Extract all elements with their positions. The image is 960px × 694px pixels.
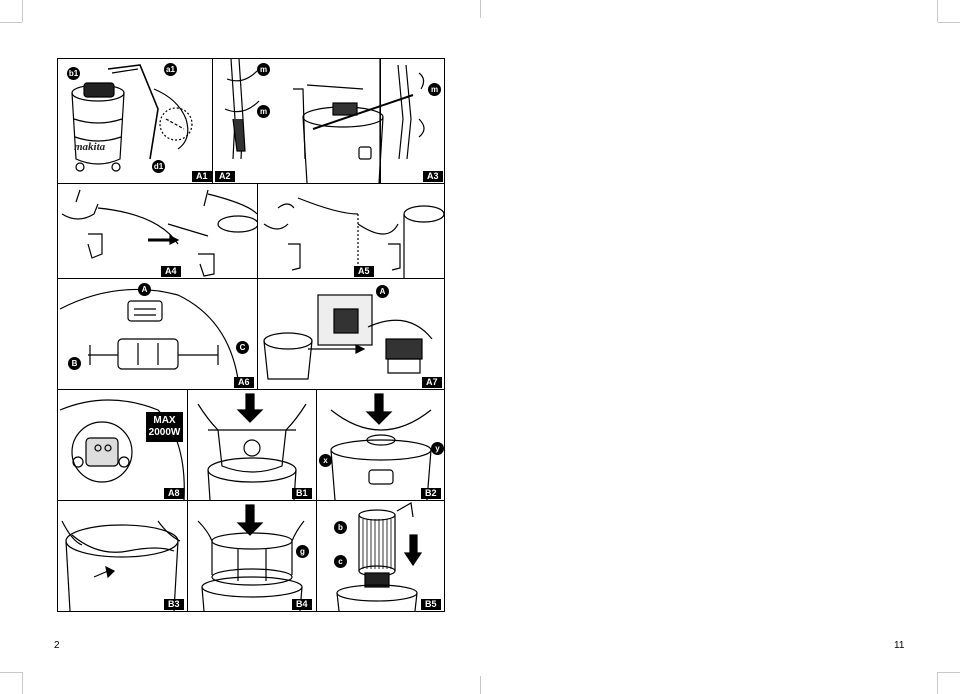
crop-mark (938, 672, 960, 673)
crop-mark (480, 0, 481, 18)
clamp-illustration (263, 197, 444, 278)
label-a5: A5 (354, 266, 374, 277)
socket-illustration (59, 399, 185, 500)
label-a6: A6 (234, 377, 254, 388)
row-divider (58, 389, 444, 390)
max-power-label: MAX 2000W (146, 412, 183, 442)
col-divider (187, 389, 188, 611)
filter-bag-insert-illustration (197, 393, 307, 500)
panel-b4: g B4 (188, 501, 316, 611)
panel-a7: A A7 (258, 279, 444, 389)
panel-a8: MAX 2000W A8 (58, 390, 187, 500)
callout-a1: a1 (164, 63, 177, 76)
callout-d1: d1 (152, 160, 165, 173)
crop-mark (937, 672, 938, 694)
callout-g: g (296, 545, 309, 558)
filter-ring-illustration (330, 393, 432, 500)
panel-b2: x y B2 (317, 390, 444, 500)
bag-removal-illustration (61, 520, 181, 611)
panel-b5: b c B5 (317, 501, 444, 611)
hose-mount-illustration (293, 59, 425, 183)
brand-logo: makita (74, 141, 106, 153)
label-a3: A3 (423, 171, 443, 182)
switch-panel-illustration (59, 288, 239, 380)
callout-m: m (428, 83, 441, 96)
callout-B: B (68, 357, 81, 370)
max-label-line1: MAX (153, 415, 176, 426)
crop-mark (22, 672, 23, 694)
col-divider (257, 183, 258, 389)
max-label-line2: 2000W (148, 427, 181, 438)
inlet-attachment-illustration (61, 189, 257, 277)
crop-mark (0, 22, 22, 23)
label-b2: B2 (421, 488, 441, 499)
label-a8: A8 (164, 488, 184, 499)
label-a1: A1 (192, 171, 212, 182)
panel-a2: m m A2 (213, 59, 273, 183)
crop-mark (480, 676, 481, 694)
label-b5: B5 (421, 599, 441, 610)
callout-c: c (334, 555, 347, 568)
panel-a4: A4 (58, 184, 257, 278)
crop-mark (0, 672, 22, 673)
label-b1: B1 (292, 488, 312, 499)
vacuum-illustration (71, 64, 193, 172)
label-a2: A2 (215, 171, 235, 182)
power-tool-connection-illustration (263, 294, 433, 380)
panel-a3: m A3 (273, 59, 444, 183)
panel-a5: A5 (258, 184, 444, 278)
panel-b1: B1 (188, 390, 316, 500)
hose-holder-illustration (224, 59, 260, 160)
callout-x: x (319, 454, 332, 467)
col-divider (316, 389, 317, 611)
callout-b1: b1 (67, 67, 80, 80)
crop-mark (22, 0, 23, 22)
label-b4: B4 (292, 599, 312, 610)
col-divider (212, 59, 213, 183)
callout-b: b (334, 521, 347, 534)
row-divider (58, 183, 444, 184)
row-divider (58, 278, 444, 279)
callout-m: m (257, 105, 270, 118)
page-number-left: 2 (54, 640, 60, 651)
panel-b3: B3 (58, 501, 187, 611)
label-b3: B3 (164, 599, 184, 610)
callout-y: y (431, 442, 444, 455)
cartridge-filter-illustration (336, 502, 423, 611)
callout-A: A (138, 283, 151, 296)
callout-C: C (236, 341, 249, 354)
page-number-right: 11 (894, 640, 905, 651)
label-a7: A7 (422, 377, 442, 388)
row-divider (58, 500, 444, 501)
panel-a1: makita b1 a1 d1 A1 (58, 59, 212, 183)
panel-a6: A B C A6 (58, 279, 257, 389)
illustration-grid: makita b1 a1 d1 A1 m m A2 (57, 58, 445, 612)
crop-mark (937, 0, 938, 22)
crop-mark (938, 22, 960, 23)
label-a4: A4 (161, 266, 181, 277)
callout-A: A (376, 285, 389, 298)
filter-cage-illustration (197, 504, 305, 611)
callout-m: m (257, 63, 270, 76)
